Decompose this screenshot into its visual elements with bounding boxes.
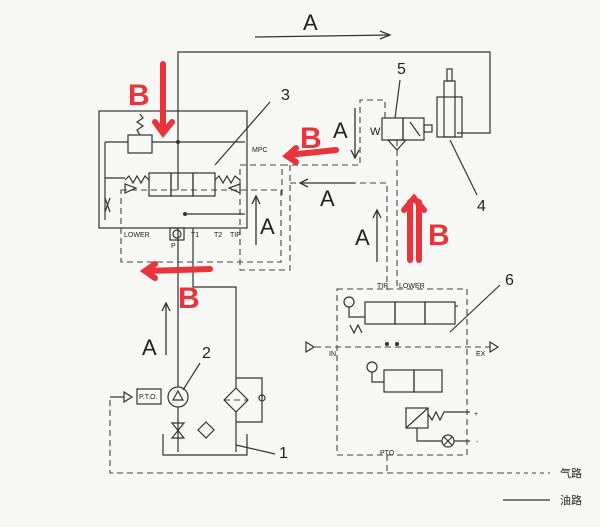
- air-lines: [109, 99, 510, 474]
- v6-in-label: IN: [329, 351, 336, 358]
- flow-a-label: A: [142, 335, 157, 360]
- legend-oil-line: 油路: [560, 493, 582, 507]
- shutoff-valve-icon: [170, 422, 186, 439]
- cylinder-4-group: [436, 68, 478, 196]
- v6-pto-label: PTO: [380, 450, 395, 457]
- v6-minus-label: -: [476, 439, 479, 446]
- port-t2-label: T2: [214, 232, 222, 239]
- air-exhaust-icon: [489, 340, 500, 354]
- number-1: 1: [279, 445, 288, 462]
- port-tip-label: TIP: [230, 232, 241, 239]
- flow-a-label: A: [320, 186, 335, 211]
- pto-box-label: P.T.O.: [139, 394, 158, 401]
- air-inlet-icon: [305, 340, 316, 354]
- port-t1-label: T1: [191, 232, 199, 239]
- tank-1: [162, 434, 248, 456]
- v6-lower-label: LOWER: [399, 283, 425, 290]
- flow-a-label: A: [303, 10, 318, 35]
- breather-icon: [197, 421, 215, 439]
- flow-a-label: A: [333, 118, 348, 143]
- port-lower-label: LOWER: [124, 232, 150, 239]
- legend: 气路 油路: [500, 466, 582, 507]
- flow-b-label: B: [128, 79, 150, 112]
- leader-line-3: [214, 101, 271, 166]
- port-p-label: P: [171, 243, 176, 250]
- oil-lines: [177, 51, 491, 452]
- valve-3-group: [98, 110, 291, 271]
- flow-a-label: A: [355, 225, 370, 250]
- return-filter-icon: [223, 387, 249, 413]
- legend-air-line: 气路: [560, 466, 582, 480]
- number-3: 3: [281, 87, 290, 104]
- number-6: 6: [505, 272, 514, 289]
- valve-6-group: TIP LOWER IN EX PTO + -: [305, 283, 501, 457]
- flow-b-annotations: B B B B: [128, 61, 450, 315]
- valve-5-group: W: [370, 79, 433, 151]
- flow-b-label: B: [300, 122, 322, 155]
- port-mpc-label: MPC: [252, 147, 268, 154]
- pump-group: P.T.O.: [110, 362, 276, 456]
- number-4: 4: [477, 198, 486, 215]
- v6-plus-label: +: [474, 411, 478, 418]
- flow-b-label: B: [178, 282, 200, 315]
- v6-tip-label: TIP: [377, 283, 388, 290]
- number-2: 2: [202, 345, 211, 362]
- number-5: 5: [397, 61, 406, 78]
- flow-a-annotations: A A A A A A: [142, 10, 392, 360]
- component-numbers: 1 2 3 4 5 6: [202, 61, 514, 462]
- valve-5-w-label: W: [370, 126, 381, 138]
- flow-a-label: A: [260, 214, 275, 239]
- v6-ex-label: EX: [476, 351, 486, 358]
- valve-3-port-labels: MPC LOWER T1 T2 TIP P: [124, 147, 268, 250]
- flow-b-label: B: [428, 219, 450, 252]
